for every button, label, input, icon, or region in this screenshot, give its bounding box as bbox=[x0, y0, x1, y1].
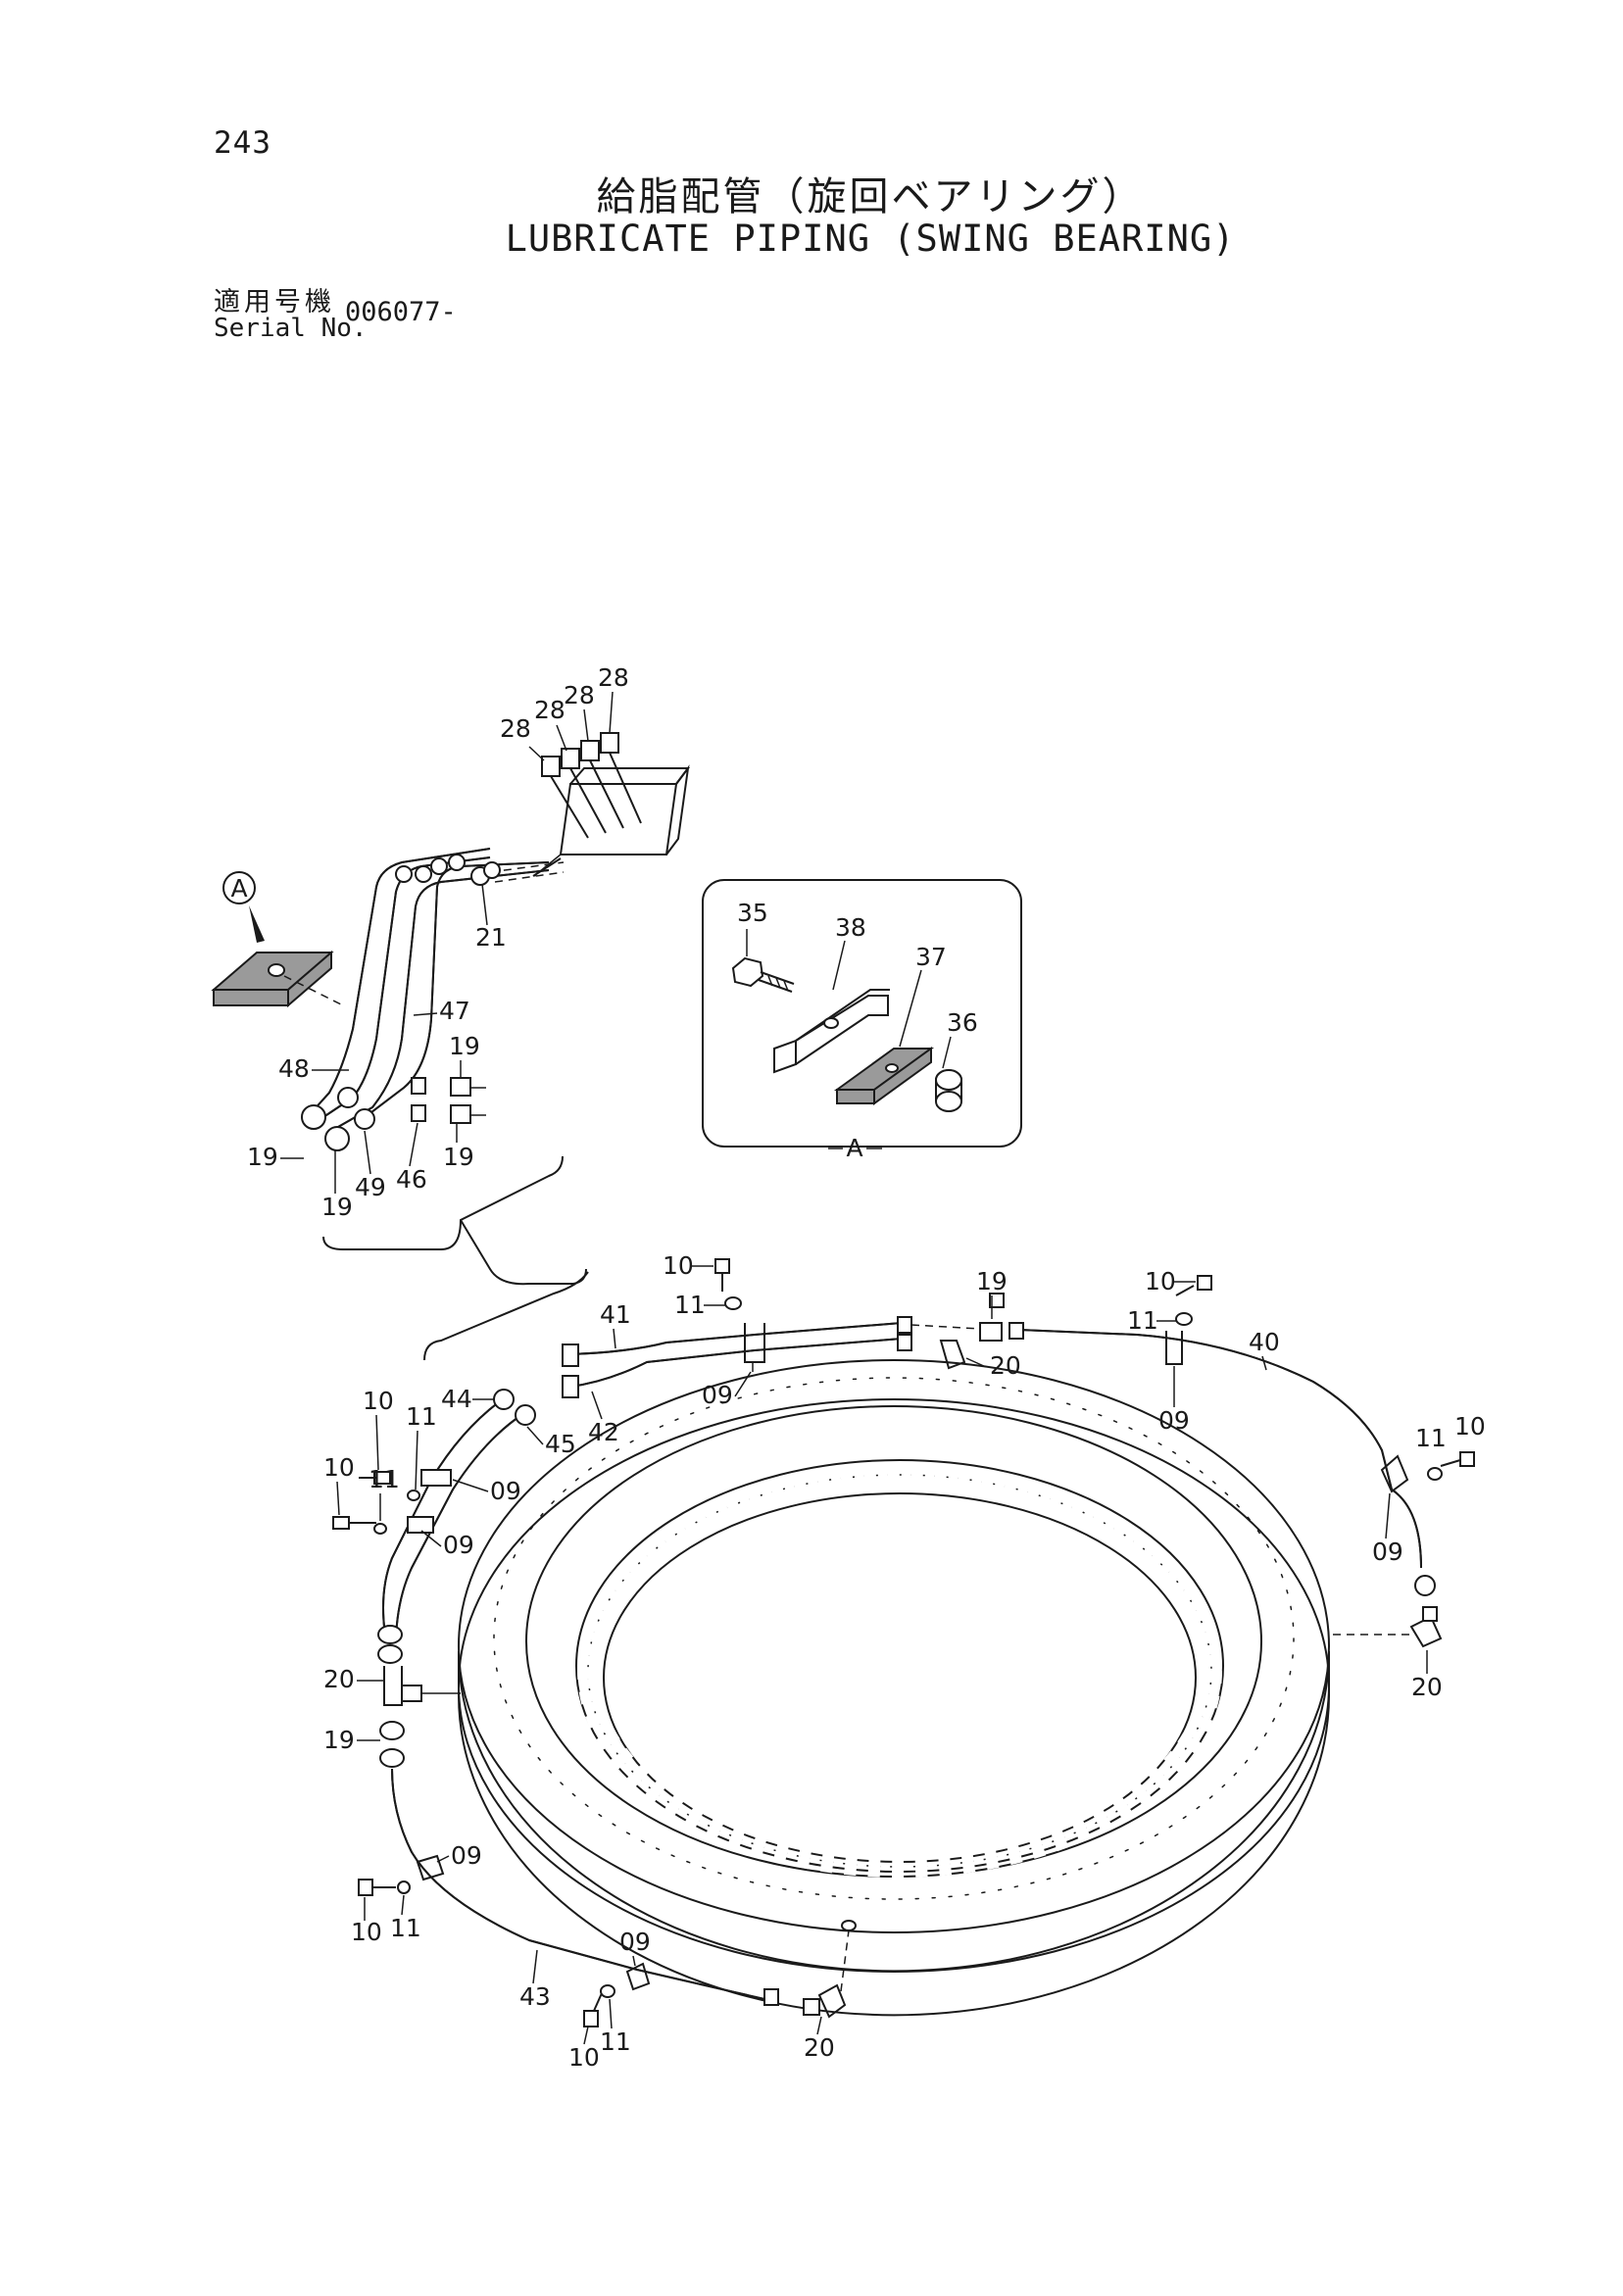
callout-19: 19 bbox=[321, 1193, 353, 1221]
callout-10: 10 bbox=[568, 2043, 600, 2072]
serial-label-english: Serial No. bbox=[214, 314, 368, 343]
callout-47: 47 bbox=[439, 997, 470, 1025]
callout-21: 21 bbox=[475, 923, 507, 952]
page-number: 243 bbox=[214, 125, 271, 161]
callout-10: 10 bbox=[1145, 1267, 1176, 1295]
callout-44: 44 bbox=[441, 1385, 472, 1413]
callout-10: 10 bbox=[323, 1453, 355, 1482]
callout-42: 42 bbox=[588, 1418, 619, 1446]
callout-41: 41 bbox=[600, 1300, 631, 1329]
pipe-41-42 bbox=[562, 1316, 912, 1398]
callout-48: 48 bbox=[278, 1054, 310, 1083]
callout-10: 10 bbox=[351, 1918, 382, 1946]
grease-fitting-28 bbox=[541, 732, 642, 839]
callout-28: 28 bbox=[534, 696, 566, 724]
serial-label-japanese: 適用号機 bbox=[214, 287, 335, 318]
callout-36: 36 bbox=[947, 1008, 978, 1037]
callout-20: 20 bbox=[1411, 1673, 1443, 1701]
callout-19: 19 bbox=[247, 1143, 278, 1171]
grease-pad-a: A bbox=[211, 871, 344, 1008]
grease-manifold-block bbox=[489, 732, 690, 883]
callout-labels: 28 28 28 28 21 47 48 19 19 19 19 49 46 bbox=[247, 663, 1486, 2072]
callout-11: 11 bbox=[406, 1402, 437, 1431]
callout-10: 10 bbox=[363, 1387, 394, 1415]
callout-11: 11 bbox=[674, 1291, 706, 1319]
callout-49: 49 bbox=[355, 1173, 386, 1201]
detail-a-caption: A bbox=[846, 1134, 862, 1162]
callout-45: 45 bbox=[545, 1430, 576, 1458]
callout-11: 11 bbox=[369, 1465, 400, 1493]
callout-11: 11 bbox=[600, 2027, 631, 2056]
callout-20: 20 bbox=[323, 1665, 355, 1693]
bolts-top bbox=[714, 1258, 1475, 1481]
brace-link bbox=[460, 1219, 587, 1286]
callout-28: 28 bbox=[500, 714, 531, 743]
serial-number-value: 006077- bbox=[345, 297, 457, 327]
callout-11: 11 bbox=[1127, 1306, 1158, 1335]
callout-19: 19 bbox=[449, 1032, 480, 1060]
callout-43: 43 bbox=[519, 1982, 551, 2011]
callout-09: 09 bbox=[1158, 1406, 1190, 1435]
callout-09: 09 bbox=[702, 1381, 733, 1409]
callout-19: 19 bbox=[443, 1143, 474, 1171]
callout-28: 28 bbox=[564, 681, 595, 709]
callout-28: 28 bbox=[598, 663, 629, 692]
page-title-japanese: 給脂配管（旋回ベアリング） bbox=[596, 174, 1145, 220]
pipe-44-45 bbox=[332, 1389, 536, 1768]
brace-left bbox=[322, 1155, 564, 1250]
callout-46: 46 bbox=[396, 1165, 427, 1194]
pipe-43 bbox=[358, 1768, 850, 2027]
callout-10: 10 bbox=[1454, 1412, 1486, 1441]
callout-19: 19 bbox=[323, 1726, 355, 1754]
callout-09: 09 bbox=[443, 1531, 474, 1559]
callout-09: 09 bbox=[451, 1841, 482, 1870]
page-title-english: LUBRICATE PIPING (SWING BEARING) bbox=[505, 218, 1236, 260]
callout-37: 37 bbox=[915, 943, 947, 971]
upper-hose-bundle bbox=[301, 848, 550, 1151]
brace-right bbox=[423, 1271, 589, 1361]
pipe-40 bbox=[910, 1293, 1436, 1596]
detail-marker-a: A bbox=[230, 874, 247, 903]
callout-10: 10 bbox=[663, 1251, 694, 1280]
callout-11: 11 bbox=[1415, 1424, 1447, 1452]
callout-40: 40 bbox=[1249, 1328, 1280, 1356]
callout-09: 09 bbox=[490, 1477, 521, 1505]
swing-bearing-ring bbox=[458, 1359, 1330, 2017]
callout-09: 09 bbox=[1372, 1538, 1403, 1566]
elbow-right bbox=[1333, 1606, 1443, 1648]
callout-20: 20 bbox=[990, 1351, 1021, 1380]
callout-11: 11 bbox=[390, 1914, 421, 1942]
callout-09: 09 bbox=[619, 1928, 651, 1956]
callout-20: 20 bbox=[804, 2033, 835, 2062]
callout-38: 38 bbox=[835, 913, 866, 942]
detail-a-box: A bbox=[702, 879, 1022, 1162]
callout-19: 19 bbox=[976, 1267, 1008, 1295]
callout-35: 35 bbox=[737, 899, 768, 927]
